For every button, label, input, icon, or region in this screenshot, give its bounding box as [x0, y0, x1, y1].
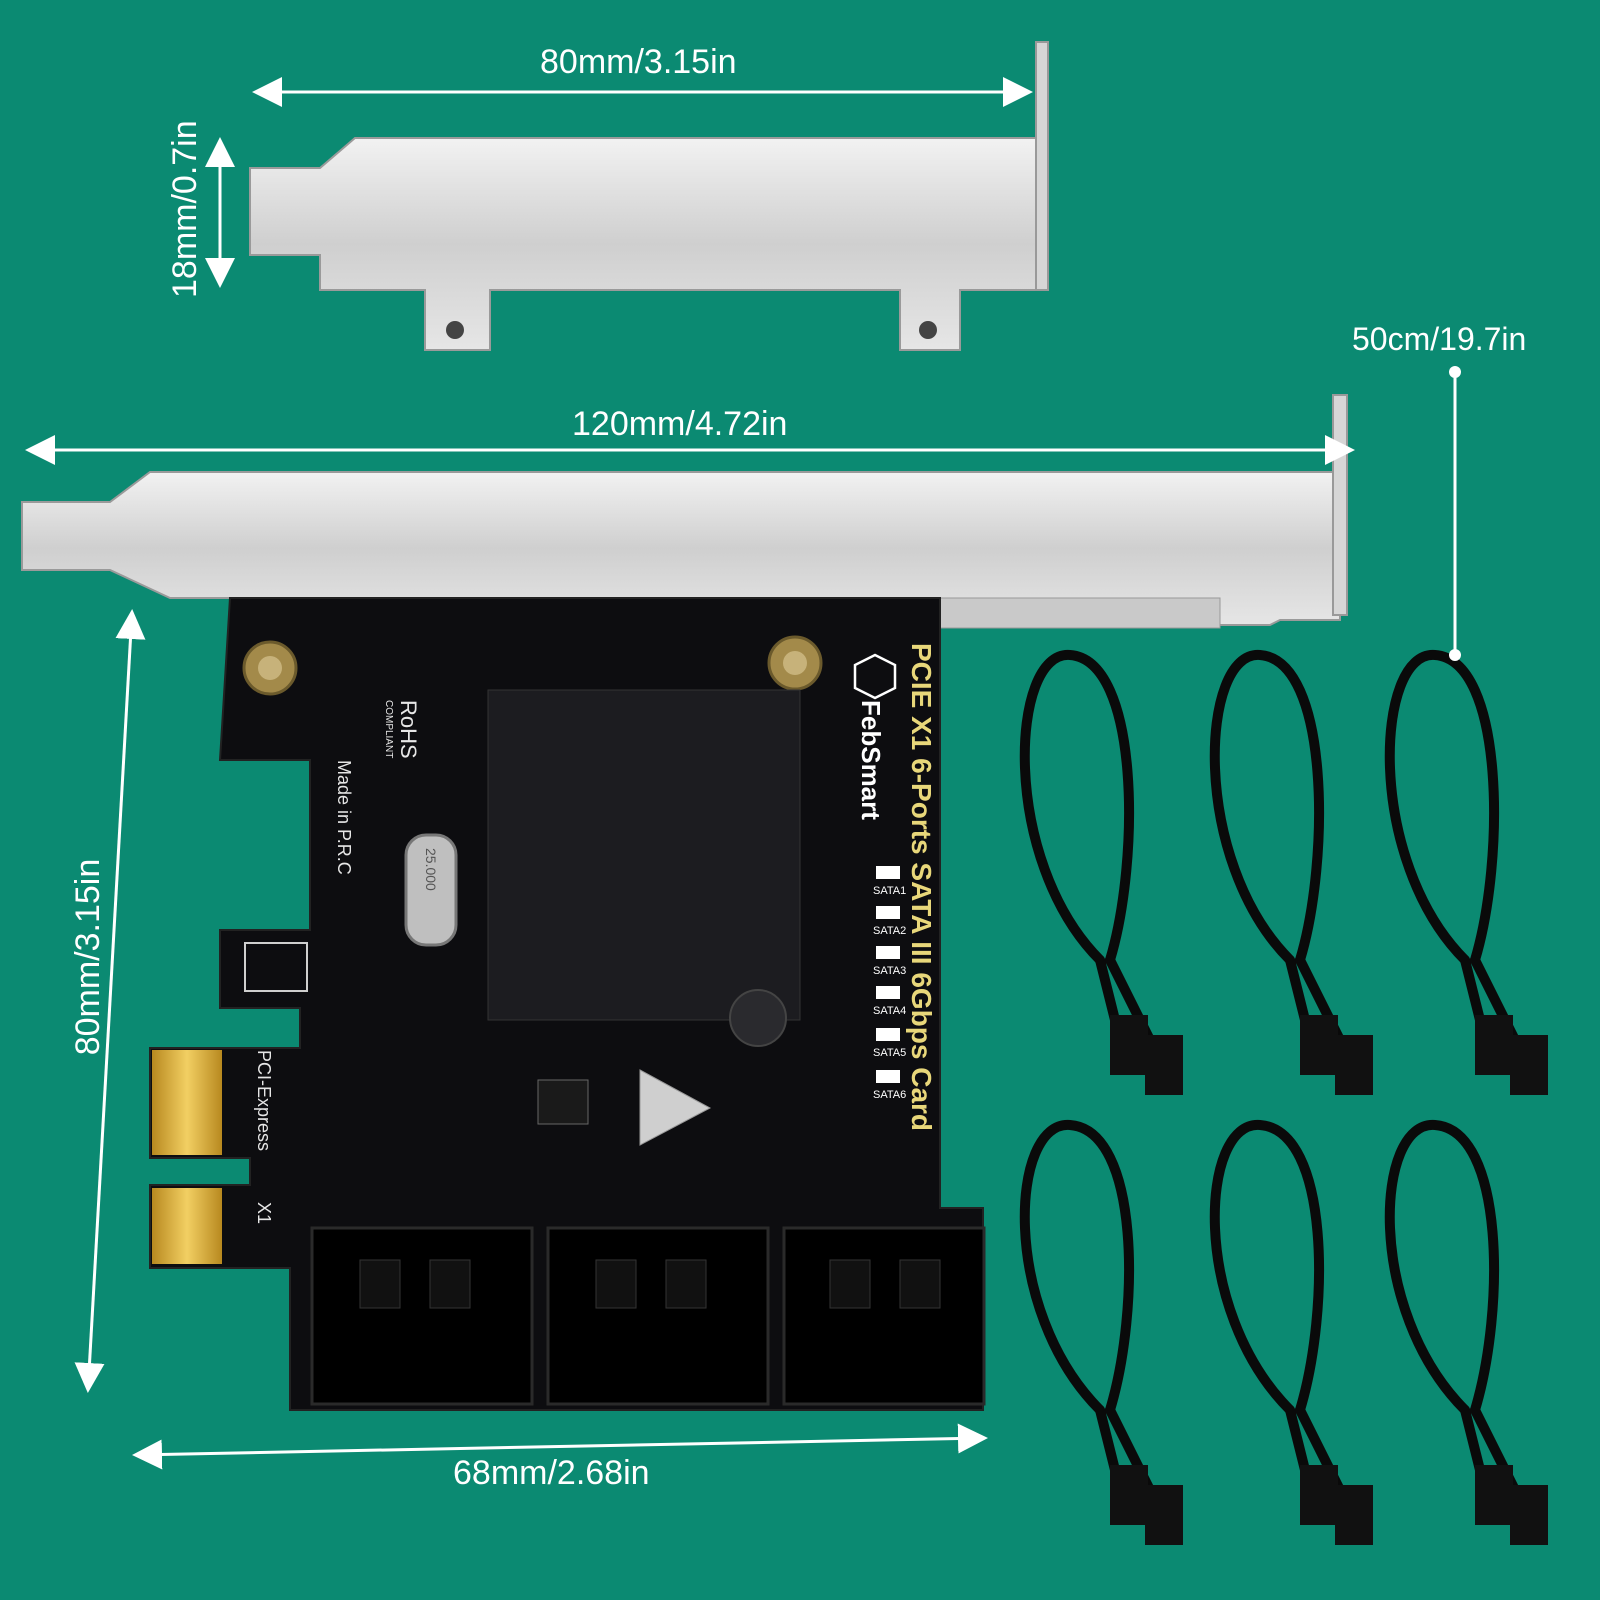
- port-label-2: SATA2: [873, 925, 906, 937]
- sata-cable-6: [1384, 1120, 1548, 1545]
- large-bracket-width-label: 120mm/4.72in: [572, 405, 788, 443]
- sata-cable-3: [1384, 650, 1548, 1095]
- made-in-label: Made in P.R.C: [334, 760, 354, 875]
- card-height-label: 80mm/3.15in: [69, 858, 107, 1056]
- port-label-6: SATA6: [873, 1089, 906, 1101]
- small-bracket-width-label: 80mm/3.15in: [540, 43, 737, 81]
- rohs-label: RoHS: [396, 700, 421, 759]
- card-width-arrow: [132, 1423, 988, 1470]
- rohs-sub-label: COMPLIANT: [383, 700, 394, 758]
- port-label-5: SATA5: [873, 1047, 906, 1059]
- pci-express-label: PCI-Express: [254, 1050, 274, 1151]
- dimension-arrows: [24, 77, 1457, 1470]
- crystal-label: 25.000: [423, 848, 439, 891]
- sata-cable-4: [1019, 1120, 1183, 1545]
- sata-cables: [1019, 650, 1548, 1545]
- card-title: PCIE X1 6-Ports SATA III 6Gbps Card: [906, 643, 937, 1131]
- leader-dot-top: [1449, 366, 1461, 378]
- port-label-1: SATA1: [873, 885, 906, 897]
- sata-cable-1: [1019, 650, 1183, 1095]
- low-profile-bracket: [249, 41, 1049, 351]
- small-bracket-height-label: 18mm/0.7in: [166, 120, 204, 298]
- full-height-bracket: [21, 394, 1348, 629]
- sata-cable-2: [1209, 650, 1373, 1095]
- sata-expansion-card: [149, 597, 986, 1411]
- port-label-3: SATA3: [873, 965, 906, 977]
- brand-label: FebSmart: [856, 700, 886, 820]
- port-label-4: SATA4: [873, 1005, 906, 1017]
- sata-cable-5: [1209, 1120, 1373, 1545]
- card-height-arrow: [74, 609, 146, 1393]
- leader-dot-bottom: [1449, 649, 1461, 661]
- card-width-label: 68mm/2.68in: [453, 1454, 650, 1492]
- x1-label: X1: [254, 1202, 274, 1224]
- cable-length-label: 50cm/19.7in: [1352, 321, 1527, 357]
